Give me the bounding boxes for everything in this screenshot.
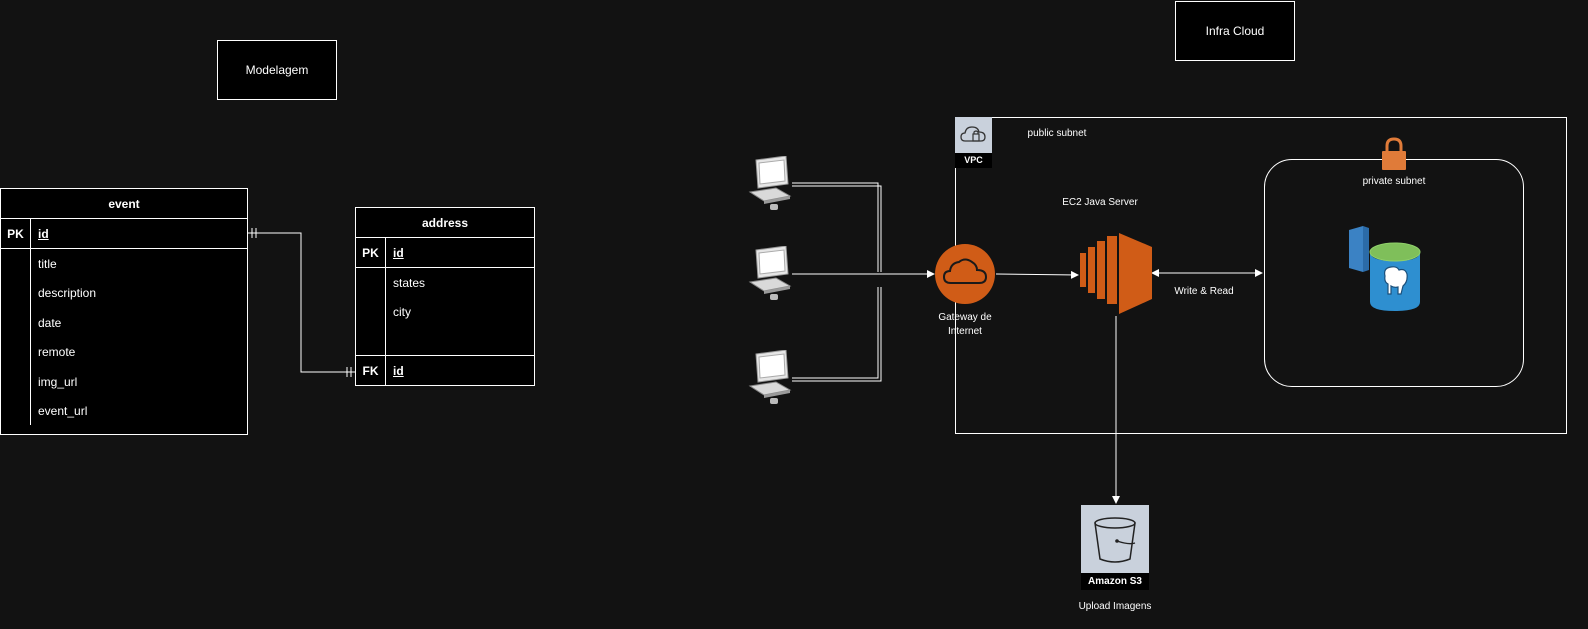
event-pk-field: id <box>38 226 49 241</box>
infra-cloud-title: Infra Cloud <box>1175 1 1295 61</box>
vpc-label: VPC <box>964 155 983 165</box>
address-table-header: address <box>356 208 534 238</box>
vpc-icon <box>955 117 992 153</box>
public-subnet-label: public subnet <box>1027 128 1087 139</box>
ec2-label: EC2 Java Server <box>1062 197 1138 208</box>
s3-label: Amazon S3 <box>1081 573 1149 590</box>
address-pk-key: PK <box>362 245 379 260</box>
computer-icon[interactable] <box>748 246 792 302</box>
write-read-label: Write & Read <box>1174 286 1234 297</box>
address-fk-field: id <box>393 363 404 378</box>
private-subnet-label: private subnet <box>1362 176 1426 187</box>
address-field-row: city <box>356 297 534 326</box>
lock-icon <box>1382 137 1406 170</box>
internet-gateway-icon[interactable] <box>934 243 996 305</box>
address-pk-field: id <box>393 245 404 260</box>
event-field-date: date <box>38 315 62 330</box>
ec2-instance-icon[interactable] <box>1080 233 1152 315</box>
event-field-row: title <box>1 249 247 278</box>
event-pk-key: PK <box>7 226 24 241</box>
computer-icon[interactable] <box>748 156 792 212</box>
event-pk-row: PK id <box>1 219 247 248</box>
event-field-row: event_url <box>1 396 247 425</box>
client-connections <box>792 182 935 382</box>
address-field-row: states <box>356 268 534 297</box>
event-field-description: description <box>38 285 97 300</box>
s3-bucket[interactable]: Amazon S3 <box>1081 505 1149 590</box>
computer-icon[interactable] <box>748 350 792 406</box>
rds-postgresql-icon[interactable] <box>1345 224 1423 314</box>
event-field-title: title <box>38 256 57 271</box>
address-fk-row: FK id <box>356 356 534 385</box>
address-field-city: city <box>393 304 411 319</box>
gateway-label-2: Internet <box>948 326 982 337</box>
s3-bucket-icon <box>1081 505 1149 573</box>
address-fk-key: FK <box>362 363 379 378</box>
gateway-to-ec2-line <box>995 270 1079 279</box>
modelagem-title: Modelagem <box>217 40 337 100</box>
event-field-row: date <box>1 308 247 337</box>
address-table[interactable]: address PK id states city FK id <box>355 207 535 386</box>
event-field-row: img_url <box>1 367 247 396</box>
event-field-event-url: event_url <box>38 403 88 418</box>
event-field-img-url: img_url <box>38 374 78 389</box>
address-field-states: states <box>393 275 426 290</box>
event-field-remote: remote <box>38 344 76 359</box>
vpc-badge: VPC <box>955 117 992 168</box>
address-pk-row: PK id <box>356 238 534 267</box>
s3-caption: Upload Imagens <box>1078 601 1152 612</box>
gateway-label-1: Gateway de <box>938 312 992 323</box>
event-table[interactable]: event PK id title description date remot… <box>0 188 248 435</box>
erd-relationship-line <box>248 228 356 377</box>
event-table-header: event <box>1 189 247 219</box>
event-field-row: description <box>1 278 247 307</box>
event-field-row: remote <box>1 337 247 366</box>
